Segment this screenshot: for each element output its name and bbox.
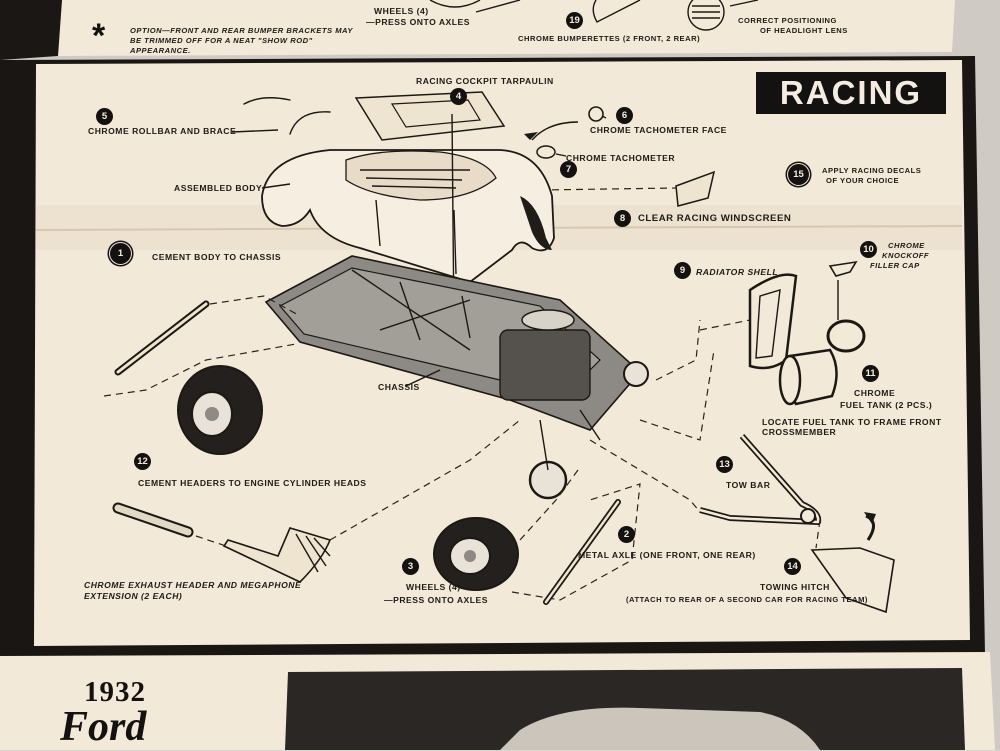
step-badge-10: 10 xyxy=(860,241,877,258)
top-wheels-label: WHEELS (4) xyxy=(374,6,429,16)
top-wheel-sketch xyxy=(429,0,759,31)
correct-positioning-label: CORRECT POSITIONING xyxy=(738,16,837,25)
step-badge-1: 1 xyxy=(112,245,129,262)
step-badge-8: 8 xyxy=(614,210,631,227)
assembled-body-sketch xyxy=(261,149,555,283)
step-8-label: CLEAR RACING WINDSCREEN xyxy=(638,213,792,224)
step-6-label: CHROME TACHOMETER FACE xyxy=(590,125,727,135)
step-badge-5: 5 xyxy=(96,108,113,125)
step-11-label: CHROME xyxy=(854,388,896,398)
step-badge-14: 14 xyxy=(784,558,801,575)
step-13-label: TOW BAR xyxy=(726,480,771,490)
step-7-label: CHROME TACHOMETER xyxy=(566,153,676,163)
step-2-label: METAL AXLE (One Front, One Rear) xyxy=(578,550,756,560)
racing-heading: RACING xyxy=(756,72,946,114)
step-badge-11: 11 xyxy=(862,365,879,382)
brand-logo: Ford xyxy=(60,704,147,750)
step-15-label-2: OF YOUR CHOICE xyxy=(826,176,900,185)
step-badge-13: 13 xyxy=(716,456,733,473)
step-badge-6: 6 xyxy=(616,107,633,124)
step-10-label-2: KNOCKOFF xyxy=(882,251,930,260)
model-year: 1932 xyxy=(84,676,146,708)
step-badge-7: 7 xyxy=(560,161,577,178)
step-badge-3: 3 xyxy=(402,558,419,575)
step-badge-12: 12 xyxy=(134,453,151,470)
step-badge-15: 15 xyxy=(790,166,807,183)
exhaust-label: CHROME EXHAUST HEADER AND MEGAPHONE xyxy=(84,580,302,590)
chassis-sketch xyxy=(264,255,649,500)
fuel-locate-label-2: CROSSMEMBER xyxy=(762,427,837,437)
step-badge-2: 2 xyxy=(618,526,635,543)
headlight-lens-label: OF HEADLIGHT LENS xyxy=(760,26,848,35)
step-9-label: RADIATOR SHELL xyxy=(696,267,779,277)
step-10-label: CHROME xyxy=(888,241,925,250)
step-10-label-3: FILLER CAP xyxy=(870,261,920,270)
option-note: OPTION—FRONT AND REAR BUMPER BRACKETS MA… xyxy=(130,26,353,55)
step-15-label: APPLY RACING DECALS xyxy=(822,166,922,175)
step-3-label: WHEELS (4) xyxy=(406,582,461,592)
step-1-label: CEMENT BODY TO CHASSIS xyxy=(152,252,282,262)
exhaust-label-2: EXTENSION (2 Each) xyxy=(84,591,183,601)
step-badge-4: 4 xyxy=(450,88,467,105)
step-badge-9: 9 xyxy=(674,262,691,279)
step-12-label: CEMENT HEADERS TO ENGINE CYLINDER HEADS xyxy=(138,478,367,488)
step-3-label-2: —PRESS ONTO AXLES xyxy=(384,595,489,605)
step-badge-19: 19 xyxy=(566,12,583,29)
step-11-label-2: FUEL TANK (2 Pcs.) xyxy=(840,400,933,410)
step-14-label-2: (Attach To Rear of a Second Car For Raci… xyxy=(626,595,868,604)
fuel-locate-label: LOCATE FUEL TANK TO FRAME FRONT xyxy=(762,417,942,427)
top-press-label: —PRESS ONTO AXLES xyxy=(366,17,471,27)
bumperettes-label: CHROME BUMPERETTES (2 Front, 2 Rear) xyxy=(518,34,701,43)
step-4-label: RACING COCKPIT TARPAULIN xyxy=(416,76,554,86)
asterisk-icon: * xyxy=(92,17,106,55)
chassis-label: CHASSIS xyxy=(378,382,420,392)
step-14-label: TOWING HITCH xyxy=(760,582,830,592)
assembled-body-label: ASSEMBLED BODY xyxy=(174,183,263,193)
step-5-label: CHROME ROLLBAR AND BRACE xyxy=(88,126,237,136)
